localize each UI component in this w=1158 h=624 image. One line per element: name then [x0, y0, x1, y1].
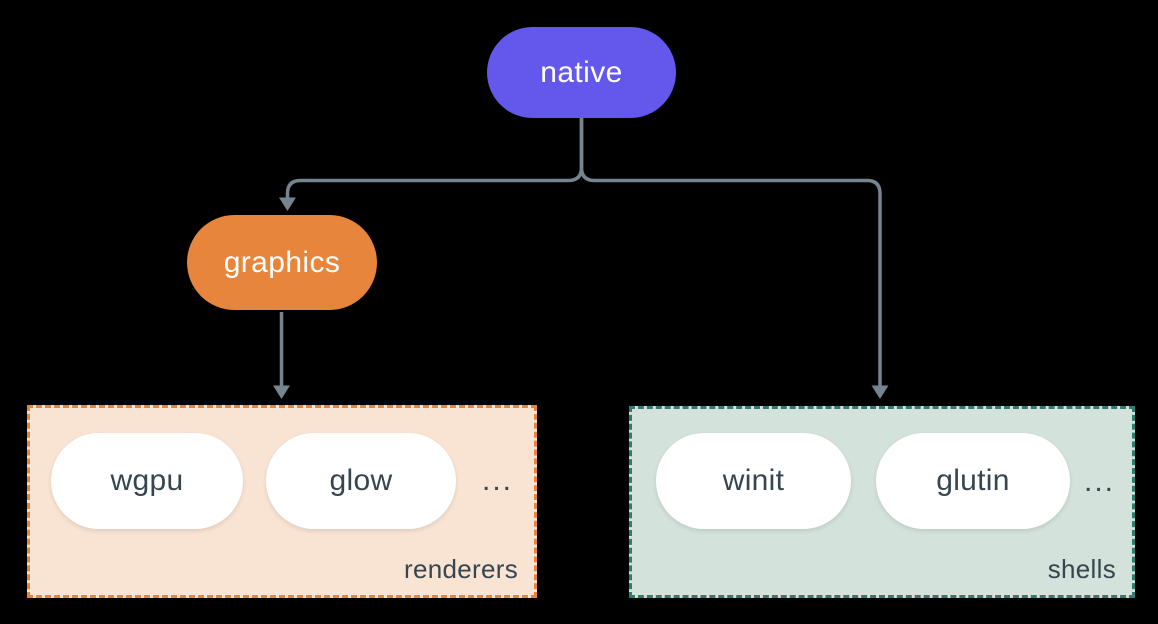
group-shells: winit glutin ... shells [629, 406, 1135, 598]
arrowhead-renderers [273, 385, 290, 399]
renderers-ellipsis: ... [482, 464, 514, 497]
node-glutin-label: glutin [936, 464, 1010, 497]
edge-native-shells [579, 118, 882, 386]
node-wgpu: wgpu [51, 433, 243, 529]
edge-native-graphics [285, 118, 584, 198]
shells-group-label: shells [1047, 554, 1116, 584]
node-native: native [487, 27, 676, 118]
node-glow: glow [266, 433, 456, 529]
node-winit: winit [656, 433, 851, 529]
arrowhead-shells [871, 385, 889, 399]
group-renderers: wgpu glow ... renderers [27, 405, 537, 598]
node-glutin: glutin [876, 433, 1070, 529]
node-graphics-label: graphics [223, 245, 341, 279]
shells-ellipsis: ... [1084, 465, 1116, 498]
node-glow-label: glow [329, 464, 393, 497]
node-native-label: native [540, 55, 623, 89]
arrowhead-graphics [279, 197, 296, 211]
node-winit-label: winit [722, 464, 785, 497]
node-wgpu-label: wgpu [110, 464, 184, 497]
node-graphics: graphics [187, 215, 377, 310]
renderers-group-label: renderers [404, 554, 518, 584]
